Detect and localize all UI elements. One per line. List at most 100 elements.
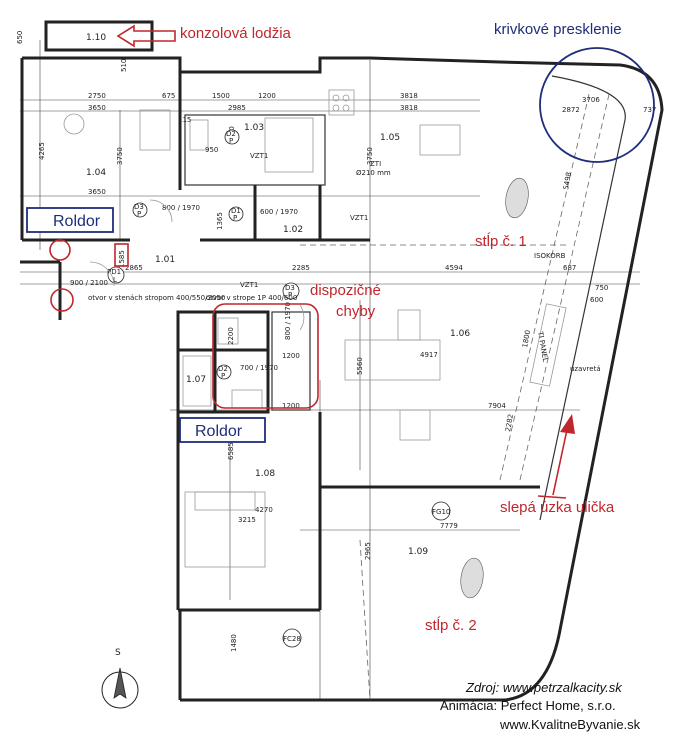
dim-737: 737 bbox=[643, 106, 656, 114]
vzt1-c: VZT1 bbox=[240, 281, 258, 289]
guide-lines bbox=[300, 89, 611, 701]
door-800-1970: 800 / 1970 bbox=[162, 204, 200, 212]
dead-end-bar bbox=[537, 495, 567, 499]
vent-circle-marker bbox=[50, 288, 74, 312]
technical-labels: ZTI Ø210 mm VZT1 VZT1 VZT1 ISOKORB TI PA… bbox=[88, 152, 601, 648]
dim-2865: 2865 bbox=[125, 264, 143, 272]
column-2-annotation: stĺp č. 2 bbox=[425, 616, 477, 634]
dim-4594: 4594 bbox=[445, 264, 463, 272]
dim-6585: 6585 bbox=[227, 442, 235, 460]
uzav-label: uzavretá bbox=[570, 365, 601, 373]
dim-7904: 7904 bbox=[488, 402, 506, 410]
vent-note-2: otvor v strope 1P 400/600 bbox=[206, 294, 297, 302]
credit-site: www.KvalitneByvanie.sk bbox=[499, 717, 641, 732]
dim-2285: 2285 bbox=[292, 264, 310, 272]
vzt1-a: VZT1 bbox=[250, 152, 268, 160]
dim-950: 950 bbox=[205, 146, 218, 154]
column-1-annotation: stĺp č. 1 bbox=[475, 232, 527, 250]
dim-3215: 3215 bbox=[238, 516, 256, 524]
dim-2965: 2965 bbox=[364, 542, 372, 560]
door-700-1970: 700 / 1970 bbox=[240, 364, 278, 372]
dim-3818a: 3818 bbox=[400, 92, 418, 100]
credit-source: Zdroj: www.petrzalkacity.sk bbox=[465, 680, 623, 695]
curved-glazing-annotation: krivkové presklenie bbox=[494, 21, 622, 38]
dim-1585: 1585 bbox=[118, 250, 126, 268]
dim-650: 650 bbox=[16, 31, 24, 44]
dim-510: 510 bbox=[120, 59, 128, 72]
room-1-06: 1.06 bbox=[450, 329, 470, 339]
vent-note: otvor v stenách stropom 400/550/2050 bbox=[88, 294, 225, 302]
door-d2-top-label: D2 bbox=[226, 130, 236, 138]
door-d1-sub: P bbox=[233, 214, 237, 222]
room-1-03: 1.03 bbox=[244, 123, 264, 133]
dim-7779: 7779 bbox=[440, 522, 458, 530]
door-circle-marker bbox=[49, 239, 71, 261]
red-annotations bbox=[49, 24, 575, 499]
door-d3-top-label: D3 bbox=[134, 203, 144, 211]
room-1-07: 1.07 bbox=[186, 375, 206, 385]
curved-glazing-circle bbox=[539, 47, 655, 163]
layout-flaws-line2: chyby bbox=[336, 303, 376, 320]
dim-3750b: 3750 bbox=[116, 147, 124, 165]
dim-1800: 1800 bbox=[521, 329, 532, 348]
room-1-01: 1.01 bbox=[155, 255, 175, 265]
north-arrow: S bbox=[101, 648, 139, 709]
pd1-box-marker bbox=[114, 243, 129, 267]
dead-end-annotation: slepá úzka ulička bbox=[500, 499, 615, 516]
room-1-02: 1.02 bbox=[283, 225, 303, 235]
fg10-label: FG10 bbox=[432, 508, 450, 516]
vzt1-b: VZT1 bbox=[350, 214, 368, 222]
dim-3750: 3750 bbox=[366, 147, 374, 165]
layout-flaws-line1: dispozičné bbox=[310, 282, 381, 299]
door-800-1970b: 800 / 1970 bbox=[284, 302, 292, 340]
dim-2750: 2750 bbox=[88, 92, 106, 100]
dim-675: 675 bbox=[162, 92, 175, 100]
dim-1365: 1365 bbox=[216, 212, 224, 230]
door-900-2100: 900 / 2100 bbox=[70, 279, 108, 287]
dimension-lines bbox=[20, 40, 640, 700]
dim-3706: 3706 bbox=[582, 96, 600, 104]
fc28-label: FC28 bbox=[283, 635, 301, 643]
dim-600: 600 bbox=[590, 296, 603, 304]
room-1-09: 1.09 bbox=[408, 547, 428, 557]
walls bbox=[20, 20, 664, 702]
north-arrow-label: S bbox=[115, 648, 121, 658]
loggia-arrow-icon bbox=[116, 24, 176, 48]
dim-4917: 4917 bbox=[420, 351, 438, 359]
doors: D2 P 600 / 1970 D3 P 800 / 1970 D1 P PD1… bbox=[70, 129, 305, 380]
credit-animation: Animácia: Perfect Home, s.r.o. bbox=[440, 698, 616, 713]
door-d3-mid-label: D3 bbox=[285, 284, 295, 292]
door-d3-top-sub: P bbox=[137, 210, 141, 218]
roldor-bottom-box bbox=[179, 417, 266, 443]
isokorb-label: ISOKORB bbox=[534, 252, 566, 260]
dim-2872: 2872 bbox=[562, 106, 580, 114]
door-d2-low-sub: P bbox=[221, 372, 225, 380]
dim-1480: 1480 bbox=[230, 634, 238, 652]
roldor-top-box bbox=[26, 207, 114, 233]
door-d3-mid-sub: P bbox=[288, 291, 292, 299]
door-d2-top-sub: P bbox=[229, 137, 233, 145]
dim-5498: 5498 bbox=[562, 171, 573, 190]
roldor-top-text: Roldor bbox=[53, 213, 101, 230]
dim-687: 687 bbox=[563, 264, 576, 272]
roldor-bottom-text: Roldor bbox=[195, 423, 243, 440]
loggia-annotation: konzolová lodžia bbox=[180, 25, 292, 42]
dim-1200c: 1200 bbox=[282, 402, 300, 410]
door-d1-label: D1 bbox=[231, 207, 241, 215]
dim-3650b: 3650 bbox=[88, 188, 106, 196]
door-pd1-sub: L bbox=[113, 276, 117, 284]
dead-end-arrow-head-icon bbox=[560, 414, 575, 434]
dim-5560: 5560 bbox=[356, 357, 364, 375]
dim-1200a: 1200 bbox=[258, 92, 276, 100]
dim-115: 115 bbox=[178, 116, 191, 124]
dim-2200: 2200 bbox=[227, 327, 235, 345]
dim-2985: 2985 bbox=[228, 104, 246, 112]
dim-2282: 2282 bbox=[504, 413, 515, 432]
dead-end-arrow-shaft bbox=[552, 424, 569, 496]
column-1-shape bbox=[505, 177, 529, 219]
dim-1500: 1500 bbox=[212, 92, 230, 100]
room-1-10: 1.10 bbox=[86, 33, 106, 43]
dim-4270: 4270 bbox=[255, 506, 273, 514]
room-labels: 1.10 1.04 1.03 1.05 1.02 1.01 1.06 1.07 … bbox=[86, 33, 470, 557]
